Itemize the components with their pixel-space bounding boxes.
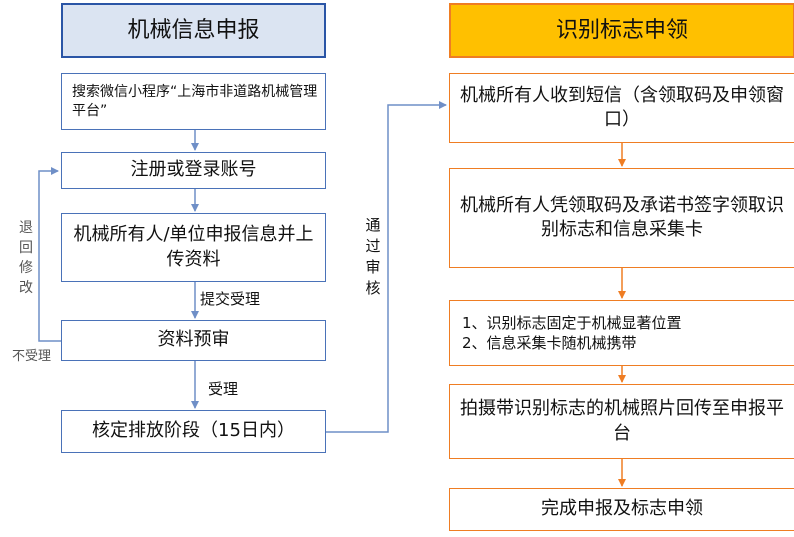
arrow-return-loop	[38, 167, 61, 342]
label-accept: 受理	[208, 380, 239, 398]
step-photo-upload: 拍摄带识别标志的机械照片回传至申报平台	[449, 384, 794, 459]
left-header-title: 机械信息申报	[127, 17, 260, 43]
left-header: 机械信息申报	[61, 3, 326, 58]
right-header-title: 识别标志申领	[555, 17, 688, 43]
step-receive-sms: 机械所有人收到短信（含领取码及申领窗口）	[449, 73, 794, 143]
right-header: 识别标志申领	[449, 3, 794, 58]
step-pre-review: 资料预审	[61, 320, 326, 361]
label-approved: 通过审核	[365, 216, 381, 297]
step-complete: 完成申报及标志申领	[449, 488, 794, 531]
step-fix-mark-carry-card: 1、识别标志固定于机械显著位置 2、信息采集卡随机械携带	[449, 300, 794, 366]
arrow-approved	[325, 101, 447, 433]
step-register-login: 注册或登录账号	[61, 152, 326, 189]
step-collect-mark-card: 机械所有人凭领取码及承诺书签字领取识别标志和信息采集卡	[449, 168, 794, 268]
label-return-modify: 退回修改	[19, 220, 33, 296]
step-owner-declare-upload: 机械所有人/单位申报信息并上传资料	[61, 213, 326, 282]
step-verify-emission-stage: 核定排放阶段（15日内）	[61, 410, 326, 453]
label-not-accepted: 不受理	[12, 349, 52, 364]
label-submit-accept: 提交受理	[200, 290, 261, 308]
step-search-miniprogram: 搜索微信小程序“上海市非道路机械管理平台”	[61, 73, 326, 130]
